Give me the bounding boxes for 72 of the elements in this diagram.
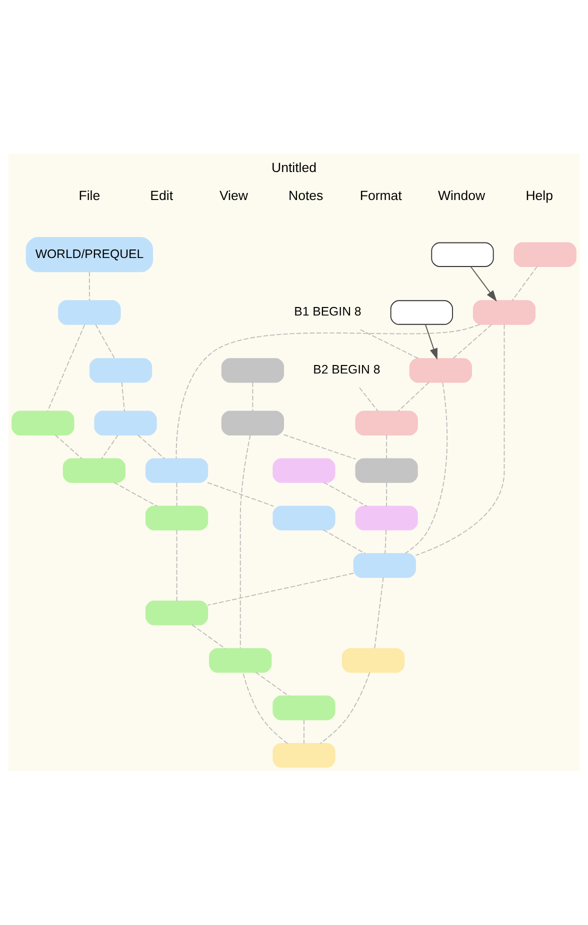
node-box	[145, 458, 208, 483]
node-box	[145, 506, 208, 530]
node-box	[12, 410, 74, 436]
diagram-title: Untitled	[272, 160, 316, 176]
node-box	[272, 458, 336, 483]
node-box	[355, 506, 418, 530]
node-box	[272, 743, 336, 768]
node-box	[472, 300, 536, 325]
connector	[252, 382, 254, 412]
node-box	[409, 358, 472, 383]
node-box	[221, 358, 284, 383]
node-box	[221, 410, 284, 436]
connector	[114, 482, 158, 507]
node-text: B2 BEGIN 8	[313, 362, 380, 377]
node-text: B1 BEGIN 8	[294, 304, 362, 319]
connector	[415, 324, 505, 556]
node-box	[514, 242, 576, 267]
arrow	[470, 266, 497, 302]
connector	[384, 530, 387, 554]
connector	[176, 482, 178, 507]
node-box	[89, 358, 152, 383]
connector	[452, 324, 492, 359]
node-box	[431, 242, 494, 267]
connector	[512, 266, 538, 302]
label: Edit	[150, 188, 174, 204]
connector	[374, 577, 384, 649]
connector	[386, 434, 388, 460]
connector	[176, 324, 480, 459]
connector	[54, 434, 82, 460]
label: Format	[360, 188, 402, 204]
connector	[240, 434, 251, 649]
node-box	[145, 600, 208, 626]
node-box	[62, 458, 126, 483]
connector	[360, 329, 419, 359]
connector	[359, 387, 378, 412]
connector	[101, 434, 118, 460]
connector	[320, 672, 370, 744]
connector	[386, 482, 388, 507]
connector	[283, 434, 356, 460]
node-box: WORLD/PREQUEL	[26, 237, 154, 272]
connector	[255, 672, 290, 696]
connector	[303, 719, 304, 744]
label: Help	[526, 188, 554, 204]
label: File	[78, 188, 100, 204]
node-box	[272, 506, 336, 530]
connector	[47, 324, 86, 412]
connector	[398, 382, 430, 412]
node-box	[58, 300, 121, 325]
connector	[207, 572, 354, 606]
connector	[207, 482, 274, 507]
connector	[242, 672, 288, 744]
connector	[323, 482, 368, 507]
connector	[323, 530, 366, 554]
connector	[176, 530, 178, 602]
node-box	[272, 696, 336, 720]
label: Notes	[288, 188, 324, 204]
node-box	[209, 648, 272, 673]
node-box	[342, 648, 405, 673]
node-box	[94, 410, 157, 436]
arrow	[424, 324, 438, 360]
node-box	[355, 410, 418, 436]
connector	[121, 382, 125, 412]
connector	[88, 271, 90, 301]
node-box	[353, 553, 416, 578]
connector	[137, 434, 165, 460]
connector	[192, 624, 226, 650]
label: View	[219, 188, 248, 204]
label: Window	[438, 188, 486, 204]
node-box	[390, 300, 453, 325]
connector	[404, 382, 448, 554]
connector	[95, 324, 116, 359]
node-box	[355, 458, 418, 483]
